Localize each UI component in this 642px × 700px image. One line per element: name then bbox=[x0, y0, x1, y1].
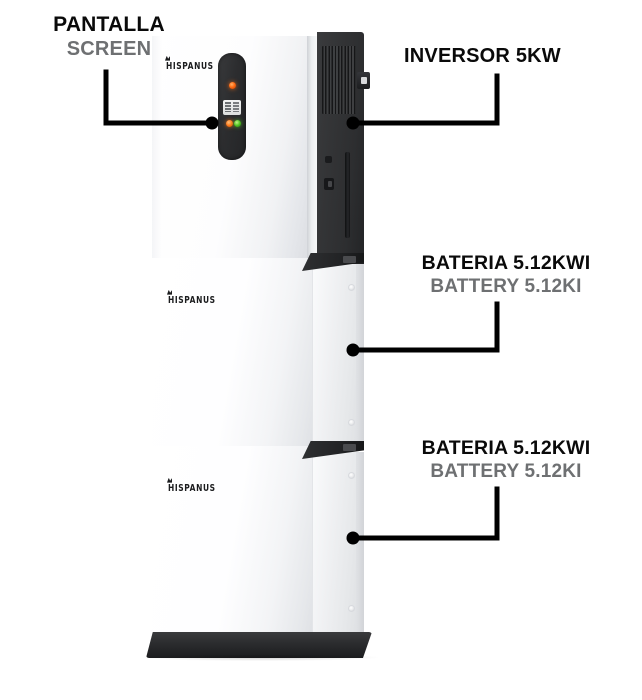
battery-side-panel bbox=[312, 264, 364, 450]
screw-head bbox=[348, 284, 355, 291]
inverter-module: HISPANUS bbox=[152, 32, 370, 264]
screw-head bbox=[348, 472, 355, 479]
drop-shadow bbox=[142, 654, 378, 661]
screen-module[interactable] bbox=[218, 53, 246, 160]
ventilation-grille bbox=[322, 46, 356, 114]
brand-logo: HISPANUS bbox=[166, 60, 214, 72]
brand-logo: HISPANUS bbox=[168, 294, 216, 306]
screw-head bbox=[348, 605, 355, 612]
battery-side-panel bbox=[312, 452, 364, 636]
status-led-green bbox=[234, 120, 241, 127]
callout-label-secondary: BATTERY 5.12KI bbox=[430, 461, 582, 482]
callout-label-secondary: SCREEN bbox=[66, 38, 152, 60]
inverter-front-panel: HISPANUS bbox=[152, 36, 307, 261]
inverter-edge-bevel bbox=[307, 36, 317, 261]
status-led-orange bbox=[226, 120, 233, 127]
callout-label-primary: PANTALLA bbox=[53, 13, 165, 36]
screw-head bbox=[348, 419, 355, 426]
product-illustration: HISPANUS HISPANUS bbox=[142, 32, 378, 661]
side-port-small bbox=[325, 156, 332, 163]
callout-label-primary: BATERIA 5.12KWI bbox=[421, 437, 591, 459]
battery-module-lower: HISPANUS bbox=[152, 441, 364, 636]
callout-label-secondary: BATTERY 5.12KI bbox=[430, 276, 582, 297]
side-recessed-slot bbox=[345, 152, 350, 238]
side-connector-port bbox=[357, 72, 370, 89]
battery-side-edge bbox=[356, 452, 364, 636]
brand-logo: HISPANUS bbox=[168, 482, 216, 494]
side-port-secondary bbox=[324, 178, 334, 190]
leader-line-inverter bbox=[350, 73, 500, 126]
callout-label-primary: BATERIA 5.12KWI bbox=[421, 252, 591, 274]
callout-label-primary: INVERSOR 5KW bbox=[404, 45, 561, 67]
leader-line-battery-1 bbox=[350, 301, 500, 353]
base-plinth bbox=[146, 632, 372, 658]
callout-inverter: INVERSOR 5KW bbox=[404, 44, 604, 68]
callout-battery-upper: BATERIA 5.12KWI BATTERY 5.12KI bbox=[396, 252, 616, 298]
leader-line-battery-2 bbox=[350, 486, 500, 541]
battery-front-panel: HISPANUS bbox=[152, 258, 312, 450]
battery-side-edge bbox=[356, 264, 364, 450]
battery-module-upper: HISPANUS bbox=[152, 253, 364, 450]
inverter-side-panel bbox=[317, 32, 370, 264]
battery-front-panel: HISPANUS bbox=[152, 446, 312, 636]
lcd-display bbox=[223, 100, 241, 115]
callout-battery-lower: BATERIA 5.12KWI BATTERY 5.12KI bbox=[396, 437, 616, 483]
callout-screen: PANTALLA SCREEN bbox=[34, 12, 184, 61]
status-led-orange-top bbox=[228, 82, 236, 89]
